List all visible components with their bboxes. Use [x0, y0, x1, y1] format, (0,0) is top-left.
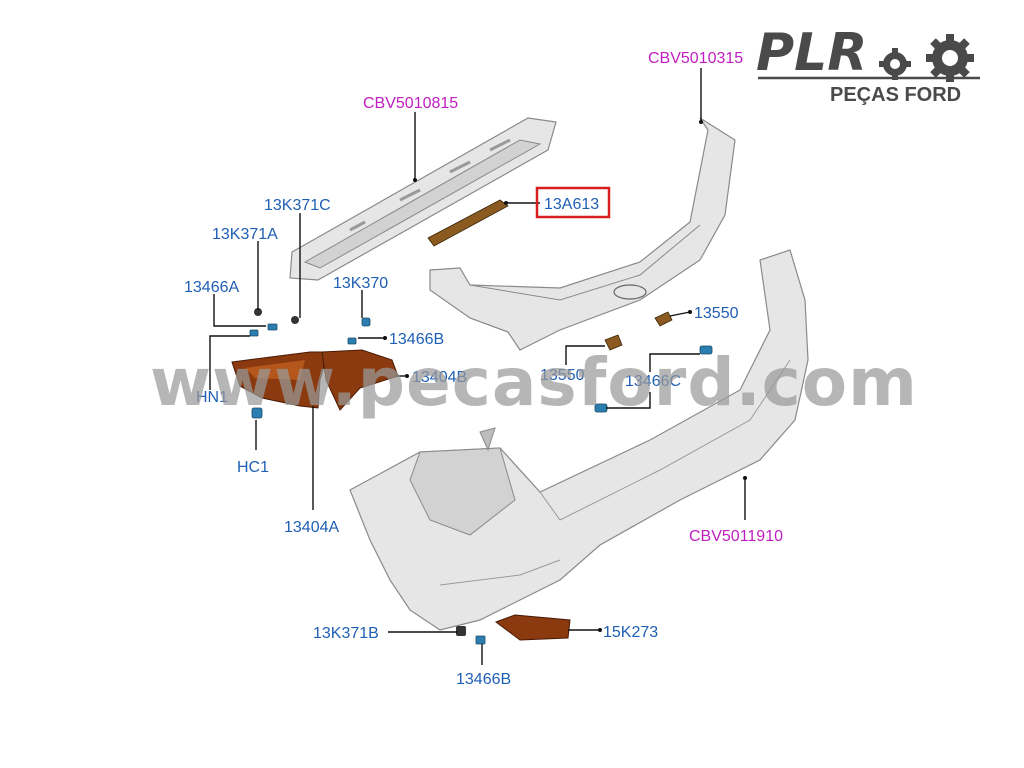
- gear-icon: [879, 34, 974, 82]
- label-15k273: 15K273: [603, 624, 658, 641]
- liftgate-lower-panel: [429, 117, 736, 351]
- label-13550-left: 13550: [540, 367, 585, 384]
- label-hn1: HN1: [196, 389, 228, 406]
- label-13466b-top: 13466B: [389, 331, 444, 348]
- tail-lamp-assembly: [231, 349, 399, 411]
- rear-bumper-cover: [349, 249, 809, 631]
- part-13k371a-nut: [254, 308, 262, 316]
- label-hc1: HC1: [237, 459, 269, 476]
- label-13466c: 13466C: [625, 373, 681, 390]
- label-13k370: 13K370: [333, 275, 388, 292]
- label-13k371a: 13K371A: [212, 226, 278, 243]
- fasteners: [249, 308, 713, 645]
- part-13404a-lamp: [231, 351, 329, 409]
- label-cbv5011910: CBV5011910: [689, 528, 783, 545]
- logo-tagline: PEÇAS FORD: [830, 84, 961, 106]
- plr-logo: PLR PEÇAS FORD: [756, 23, 980, 106]
- label-13550-right: 13550: [694, 305, 739, 322]
- label-cbv5010315: CBV5010315: [648, 50, 743, 67]
- highlight-box-13a613: [535, 186, 611, 219]
- label-13466a: 13466A: [184, 279, 239, 296]
- label-13k371b: 13K371B: [313, 625, 379, 642]
- label-13404b: 13404B: [412, 369, 467, 386]
- watermark-text: www.pecasford.com: [150, 344, 918, 421]
- logo-brand: PLR: [756, 23, 867, 83]
- leader-lines: [209, 68, 747, 665]
- label-13404a: 13404A: [284, 519, 339, 536]
- part-13404b-lamp: [321, 349, 399, 411]
- label-cbv5010815: CBV5010815: [363, 95, 458, 112]
- part-13a613: [427, 199, 509, 247]
- label-13466b-bottom: 13466B: [456, 671, 511, 688]
- part-15k273-reflector: [494, 614, 571, 641]
- label-13a613: 13A613: [544, 196, 599, 213]
- label-13k371c: 13K371C: [264, 197, 331, 214]
- upper-trim-strip: [289, 117, 557, 281]
